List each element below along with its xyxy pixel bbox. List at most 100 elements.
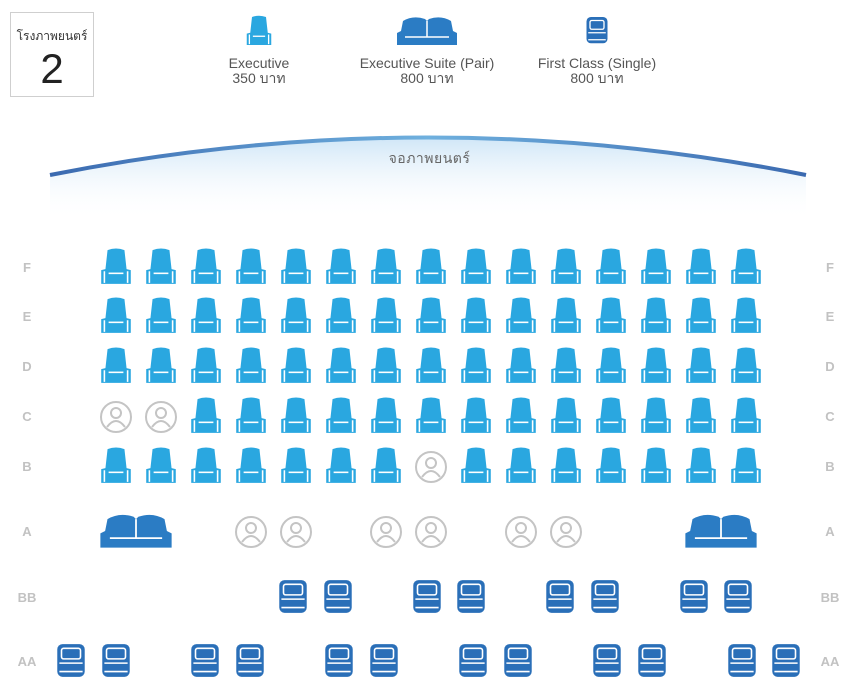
executive-seat-e-9[interactable] bbox=[458, 297, 494, 335]
first-class-seat-aa-2[interactable] bbox=[99, 642, 133, 680]
executive-seat-e-6[interactable] bbox=[323, 297, 359, 335]
executive-seat-f-7[interactable] bbox=[368, 248, 404, 286]
executive-seat-c-14[interactable] bbox=[683, 397, 719, 435]
first-class-seat-aa-11[interactable] bbox=[501, 642, 535, 680]
executive-seat-e-8[interactable] bbox=[413, 297, 449, 335]
first-class-seat-bb-13[interactable] bbox=[721, 578, 755, 616]
executive-seat-c-5[interactable] bbox=[278, 397, 314, 435]
executive-seat-f-5[interactable] bbox=[278, 248, 314, 286]
first-class-seat-aa-16[interactable] bbox=[725, 642, 759, 680]
executive-seat-b-2[interactable] bbox=[143, 447, 179, 485]
executive-seat-d-10[interactable] bbox=[503, 347, 539, 385]
executive-seat-d-6[interactable] bbox=[323, 347, 359, 385]
executive-seat-e-7[interactable] bbox=[368, 297, 404, 335]
first-class-seat-aa-1[interactable] bbox=[54, 642, 88, 680]
executive-seat-e-4[interactable] bbox=[233, 297, 269, 335]
executive-seat-f-8[interactable] bbox=[413, 248, 449, 286]
row-label-right: F bbox=[826, 260, 834, 275]
executive-seat-d-8[interactable] bbox=[413, 347, 449, 385]
executive-seat-b-14[interactable] bbox=[683, 447, 719, 485]
executive-seat-d-11[interactable] bbox=[548, 347, 584, 385]
first-class-seat-bb-12[interactable] bbox=[677, 578, 711, 616]
executive-seat-b-11[interactable] bbox=[548, 447, 584, 485]
executive-seat-b-1[interactable] bbox=[98, 447, 134, 485]
executive-seat-d-5[interactable] bbox=[278, 347, 314, 385]
executive-seat-c-7[interactable] bbox=[368, 397, 404, 435]
executive-seat-f-14[interactable] bbox=[683, 248, 719, 286]
executive-seat-d-14[interactable] bbox=[683, 347, 719, 385]
executive-seat-c-12[interactable] bbox=[593, 397, 629, 435]
executive-seat-c-10[interactable] bbox=[503, 397, 539, 435]
first-class-seat-bb-10[interactable] bbox=[588, 578, 622, 616]
executive-seat-b-15[interactable] bbox=[728, 447, 764, 485]
first-class-seat-aa-14[interactable] bbox=[635, 642, 669, 680]
first-class-seat-aa-10[interactable] bbox=[456, 642, 490, 680]
executive-seat-f-3[interactable] bbox=[188, 248, 224, 286]
executive-seat-f-6[interactable] bbox=[323, 248, 359, 286]
first-class-seat-bb-9[interactable] bbox=[543, 578, 577, 616]
executive-seat-e-14[interactable] bbox=[683, 297, 719, 335]
executive-seat-e-15[interactable] bbox=[728, 297, 764, 335]
executive-seat-c-9[interactable] bbox=[458, 397, 494, 435]
executive-seat-f-4[interactable] bbox=[233, 248, 269, 286]
executive-seat-e-3[interactable] bbox=[188, 297, 224, 335]
legend-first-class: First Class (Single) 800 บาท bbox=[530, 15, 664, 86]
executive-seat-e-1[interactable] bbox=[98, 297, 134, 335]
executive-seat-c-6[interactable] bbox=[323, 397, 359, 435]
executive-seat-e-10[interactable] bbox=[503, 297, 539, 335]
executive-seat-b-10[interactable] bbox=[503, 447, 539, 485]
executive-seat-e-2[interactable] bbox=[143, 297, 179, 335]
executive-seat-e-13[interactable] bbox=[638, 297, 674, 335]
first-class-seat-aa-17[interactable] bbox=[769, 642, 803, 680]
executive-seat-d-15[interactable] bbox=[728, 347, 764, 385]
executive-seat-c-4[interactable] bbox=[233, 397, 269, 435]
executive-seat-f-13[interactable] bbox=[638, 248, 674, 286]
executive-seat-b-6[interactable] bbox=[323, 447, 359, 485]
executive-seat-b-5[interactable] bbox=[278, 447, 314, 485]
executive-seat-d-1[interactable] bbox=[98, 347, 134, 385]
executive-seat-d-12[interactable] bbox=[593, 347, 629, 385]
executive-seat-d-2[interactable] bbox=[143, 347, 179, 385]
theater-number-box: โรงภาพยนตร์ 2 bbox=[10, 12, 94, 97]
row-label-left: BB bbox=[17, 590, 37, 605]
executive-seat-d-3[interactable] bbox=[188, 347, 224, 385]
executive-seat-f-12[interactable] bbox=[593, 248, 629, 286]
executive-seat-c-8[interactable] bbox=[413, 397, 449, 435]
executive-seat-b-4[interactable] bbox=[233, 447, 269, 485]
first-class-seat-bb-7[interactable] bbox=[454, 578, 488, 616]
first-class-seat-aa-8[interactable] bbox=[367, 642, 401, 680]
executive-seat-b-12[interactable] bbox=[593, 447, 629, 485]
executive-suite-seat-a-1[interactable] bbox=[97, 512, 175, 550]
executive-seat-b-3[interactable] bbox=[188, 447, 224, 485]
executive-seat-c-13[interactable] bbox=[638, 397, 674, 435]
executive-seat-f-11[interactable] bbox=[548, 248, 584, 286]
executive-seat-c-3[interactable] bbox=[188, 397, 224, 435]
executive-seat-d-7[interactable] bbox=[368, 347, 404, 385]
legend-first-class-price: 800 บาท bbox=[570, 70, 624, 86]
executive-seat-d-9[interactable] bbox=[458, 347, 494, 385]
first-class-seat-aa-7[interactable] bbox=[322, 642, 356, 680]
executive-seat-f-10[interactable] bbox=[503, 248, 539, 286]
executive-seat-c-15[interactable] bbox=[728, 397, 764, 435]
executive-seat-f-2[interactable] bbox=[143, 248, 179, 286]
executive-seat-f-9[interactable] bbox=[458, 248, 494, 286]
executive-seat-b-7[interactable] bbox=[368, 447, 404, 485]
executive-seat-e-5[interactable] bbox=[278, 297, 314, 335]
first-class-seat-aa-5[interactable] bbox=[233, 642, 267, 680]
executive-seat-e-12[interactable] bbox=[593, 297, 629, 335]
executive-seat-b-9[interactable] bbox=[458, 447, 494, 485]
first-class-seat-bb-4[interactable] bbox=[321, 578, 355, 616]
executive-seat-f-15[interactable] bbox=[728, 248, 764, 286]
executive-suite-seat-a-14[interactable] bbox=[682, 512, 760, 550]
executive-seat-d-13[interactable] bbox=[638, 347, 674, 385]
executive-seat-b-13[interactable] bbox=[638, 447, 674, 485]
executive-seat-d-4[interactable] bbox=[233, 347, 269, 385]
first-class-seat-bb-6[interactable] bbox=[410, 578, 444, 616]
first-class-seat-aa-4[interactable] bbox=[188, 642, 222, 680]
first-class-seat-aa-13[interactable] bbox=[590, 642, 624, 680]
executive-seat-f-1[interactable] bbox=[98, 248, 134, 286]
executive-seat-c-11[interactable] bbox=[548, 397, 584, 435]
theater-label: โรงภาพยนตร์ bbox=[16, 29, 88, 43]
executive-seat-e-11[interactable] bbox=[548, 297, 584, 335]
first-class-seat-bb-3[interactable] bbox=[276, 578, 310, 616]
